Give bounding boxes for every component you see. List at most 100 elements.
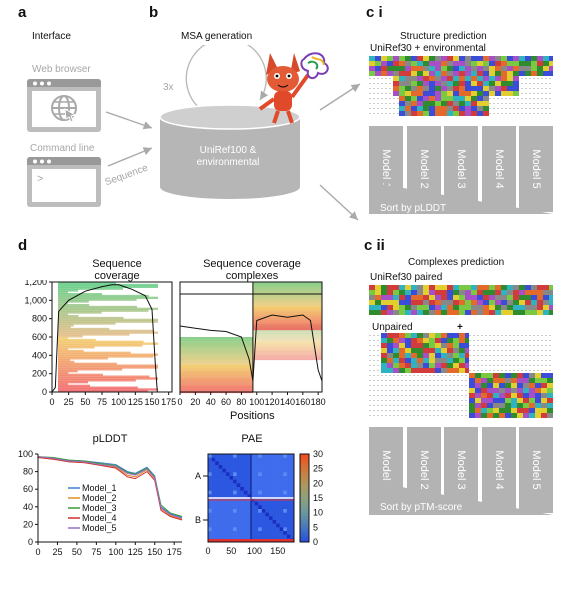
- msa-residue: [495, 86, 501, 91]
- pae-xtick-label: 150: [270, 546, 285, 556]
- coverage-stripe: [58, 300, 89, 303]
- complex-stripe: [252, 284, 322, 286]
- msa-residue: [393, 343, 399, 348]
- pae-cell: [251, 527, 255, 532]
- command-prompt: >: [37, 173, 44, 185]
- pae-cell: [222, 454, 227, 458]
- msa-residue: [405, 295, 411, 300]
- pae-cell: [261, 505, 266, 510]
- pae-cell: [229, 468, 234, 473]
- coverage-ytick-label: 600: [32, 332, 47, 342]
- pae-cell: [258, 472, 263, 477]
- msa-residue: [387, 61, 393, 66]
- pae-cell: [243, 523, 248, 528]
- msa-residue: [435, 368, 441, 373]
- pae-cell: [251, 468, 255, 473]
- pae-cell: [279, 476, 284, 480]
- msa-residue: [543, 285, 553, 290]
- pae-cell: [233, 523, 237, 528]
- pae-cell: [290, 509, 295, 513]
- pae-cell: [218, 509, 223, 513]
- coverage-stripe: [58, 298, 137, 301]
- pae-cell: [208, 465, 212, 469]
- pae-cell: [222, 490, 227, 495]
- msa-residue: [475, 378, 481, 383]
- msa-residue: [399, 61, 405, 66]
- pae-cell: [283, 494, 288, 499]
- pae-cell: [290, 534, 295, 539]
- complex-stripe: [252, 286, 322, 289]
- complex-xtick-label: 140: [280, 397, 295, 407]
- pae-cell: [272, 534, 277, 539]
- pae-cell: [265, 501, 270, 506]
- complex-stripe: [252, 301, 322, 303]
- pae-cell: [251, 523, 255, 528]
- pae-cell: [229, 479, 234, 484]
- pae-cell: [286, 487, 291, 491]
- pae-cell: [218, 465, 223, 469]
- msa-residue: [543, 300, 553, 305]
- msa-residue: [483, 66, 489, 71]
- pae-cell: [276, 476, 280, 480]
- pae-cell: [283, 501, 288, 506]
- pae-cell: [233, 472, 237, 477]
- cii-paired-alignment: [369, 285, 553, 315]
- pae-cell: [225, 465, 230, 469]
- pae-cell: [215, 501, 220, 506]
- pae-cell: [254, 523, 259, 528]
- complex-stripe: [180, 349, 253, 352]
- pae-cell: [215, 534, 220, 539]
- pae-colorbar-segment: [300, 480, 309, 484]
- msa-residue: [493, 373, 499, 378]
- pae-cell: [236, 479, 241, 484]
- pae-cell: [268, 454, 273, 458]
- complex-stripe: [252, 346, 322, 348]
- command-line-label: Command line: [30, 143, 95, 154]
- pae-cell: [243, 487, 248, 491]
- coverage-stripe: [58, 313, 68, 316]
- pae-cell: [279, 479, 284, 484]
- plddt-xtick-label: 75: [91, 547, 101, 557]
- msa-residue: [465, 96, 471, 101]
- pae-cell: [272, 468, 277, 473]
- pae-cell: [261, 454, 266, 458]
- pae-cell: [225, 476, 230, 480]
- pae-cell: [236, 505, 241, 510]
- pae-cell: [218, 523, 223, 528]
- pae-cell: [254, 527, 259, 532]
- msa-residue: [399, 338, 405, 343]
- pae-cell: [218, 483, 223, 488]
- pae-cell: [268, 468, 273, 473]
- pae-cell: [251, 476, 255, 480]
- pae-colorbar-segment: [300, 486, 309, 490]
- msa-residue: [417, 363, 423, 368]
- pae-cell: [240, 516, 245, 521]
- pae-colorbar-segment: [300, 539, 309, 543]
- pae-cell: [283, 509, 288, 513]
- pae-cell: [215, 516, 220, 521]
- coverage-stripe: [58, 315, 79, 318]
- msa-residue: [477, 290, 483, 295]
- msa-residue: [441, 343, 447, 348]
- complex-stripe: [252, 290, 322, 292]
- pae-cell: [236, 531, 241, 535]
- complex-stripe: [180, 370, 253, 373]
- msa-residue: [375, 305, 381, 310]
- pae-cell: [243, 483, 248, 488]
- msa-residue: [399, 91, 405, 96]
- complex-stripe: [252, 330, 322, 332]
- pae-cell: [236, 527, 241, 532]
- pae-cell: [243, 501, 248, 506]
- complex-stripe: [252, 315, 322, 317]
- pae-cell: [229, 476, 234, 480]
- pae-cell: [254, 454, 259, 458]
- complex-stripe: [252, 296, 322, 298]
- complex-stripe: [180, 363, 253, 366]
- pae-cell: [211, 490, 216, 495]
- pae-frame: [207, 453, 295, 543]
- complex-stripe: [252, 349, 322, 351]
- cii-sort-label: Sort by pTM-score: [380, 502, 463, 513]
- pae-cell: [240, 531, 245, 535]
- pae-cell: [208, 476, 212, 480]
- coverage-stripe: [58, 304, 90, 307]
